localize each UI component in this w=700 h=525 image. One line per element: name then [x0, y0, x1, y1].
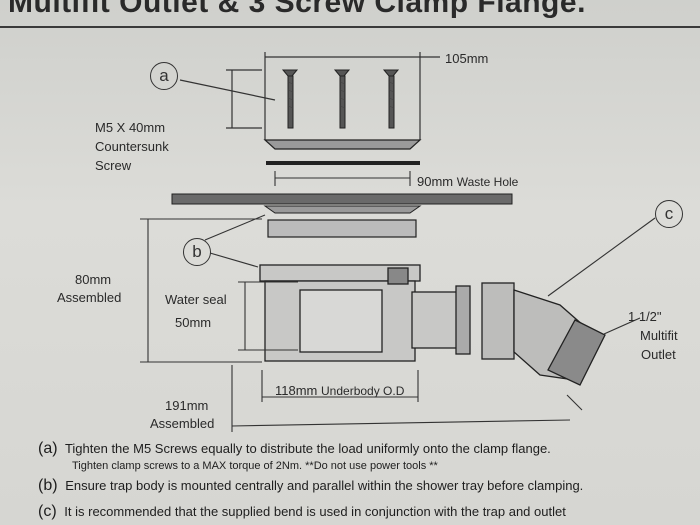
note-c-text: It is recommended that the supplied bend… [64, 504, 566, 519]
water-seal-label: Water seal [165, 292, 227, 307]
page-title: Multifit Outlet & 3 Screw Clamp Flange. [8, 0, 586, 19]
dim-80mm-label: Assembled [57, 290, 122, 305]
screws [281, 69, 400, 129]
leader-a [179, 79, 276, 101]
trap-body [259, 264, 471, 362]
screw-spec-line1: M5 X 40mm [95, 120, 166, 135]
callout-a: a [150, 62, 178, 90]
note-b-text: Ensure trap body is mounted centrally an… [65, 478, 584, 493]
screw-spec-line3: Screw [95, 158, 132, 173]
dim-118mm: 118mm Underbody O.D [275, 383, 404, 398]
outlet-label: Outlet [641, 347, 676, 362]
dim-90mm-label: Waste Hole [456, 175, 519, 189]
note-c: (c) It is recommended that the supplied … [38, 503, 566, 521]
note-c-key: (c) [38, 503, 57, 520]
callout-c: c [655, 200, 683, 228]
note-a-text: Tighten the M5 Screws equally to distrib… [64, 441, 551, 456]
note-b: (b) Ensure trap body is mounted centrall… [38, 477, 583, 495]
note-a-sub: Tighten clamp screws to a MAX torque of … [72, 460, 438, 472]
dim-105mm: 105mm [445, 51, 489, 66]
note-b-key: (b) [38, 477, 58, 494]
callout-b: b [183, 238, 211, 266]
clamp-flange [263, 139, 422, 150]
outlet-bend [481, 282, 606, 386]
note-a: (a) Tighten the M5 Screws equally to dis… [38, 440, 551, 458]
dim-80mm-value: 80mm [75, 272, 112, 287]
outlet-size: 1 1/2" [628, 309, 662, 324]
dim-191mm-value: 191mm [165, 398, 209, 413]
dim-118mm-label: Underbody O.D [321, 384, 405, 398]
shower-tray [171, 193, 513, 205]
dim-90mm: 90mm Waste Hole [417, 174, 518, 189]
dim-191mm-label: Assembled [150, 416, 215, 431]
title-divider [0, 26, 700, 28]
trap-top-flange [267, 219, 417, 238]
dim-90mm-value: 90mm [417, 174, 454, 189]
outlet-type: Multifit [640, 328, 678, 343]
dim-118mm-value: 118mm [275, 383, 318, 398]
water-seal-value: 50mm [175, 315, 212, 330]
screw-spec-line2: Countersunk [95, 139, 169, 154]
note-a-key: (a) [38, 440, 58, 457]
gasket [266, 161, 420, 165]
